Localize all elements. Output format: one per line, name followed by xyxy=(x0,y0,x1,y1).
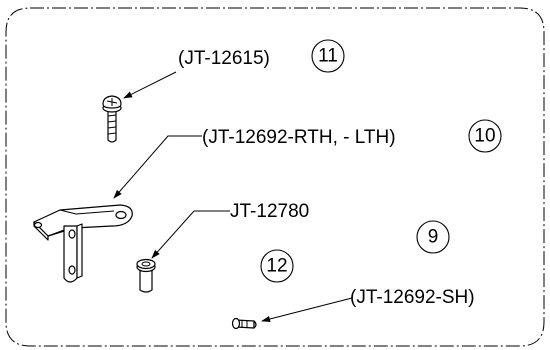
bushing-part xyxy=(136,258,156,293)
bushing-leader xyxy=(151,210,230,259)
small-screw-part xyxy=(231,317,257,330)
item-number-12: 12 xyxy=(266,256,287,277)
callout-part-small-screw: (JT-12692-SH) xyxy=(350,287,475,308)
screw-leader xyxy=(123,71,177,99)
item-number-9: 9 xyxy=(428,227,439,248)
callout-part-bracket: (JT-12692-RTH, - LTH) xyxy=(202,127,396,148)
callout-part-bushing: JT-12780 xyxy=(230,201,309,222)
item-circle-11 xyxy=(311,39,345,73)
bracket-leader xyxy=(113,135,202,199)
frame-border xyxy=(5,7,545,347)
item-circle-12 xyxy=(260,249,294,283)
item-number-10: 10 xyxy=(474,126,495,147)
callout-part-screw: (JT-12615) xyxy=(178,48,270,69)
item-circle-9 xyxy=(416,220,450,254)
small-screw-leader xyxy=(261,297,353,323)
screw-part xyxy=(102,95,122,143)
bracket-part xyxy=(33,204,133,283)
item-circle-10 xyxy=(468,119,502,153)
item-number-11: 11 xyxy=(318,46,338,67)
